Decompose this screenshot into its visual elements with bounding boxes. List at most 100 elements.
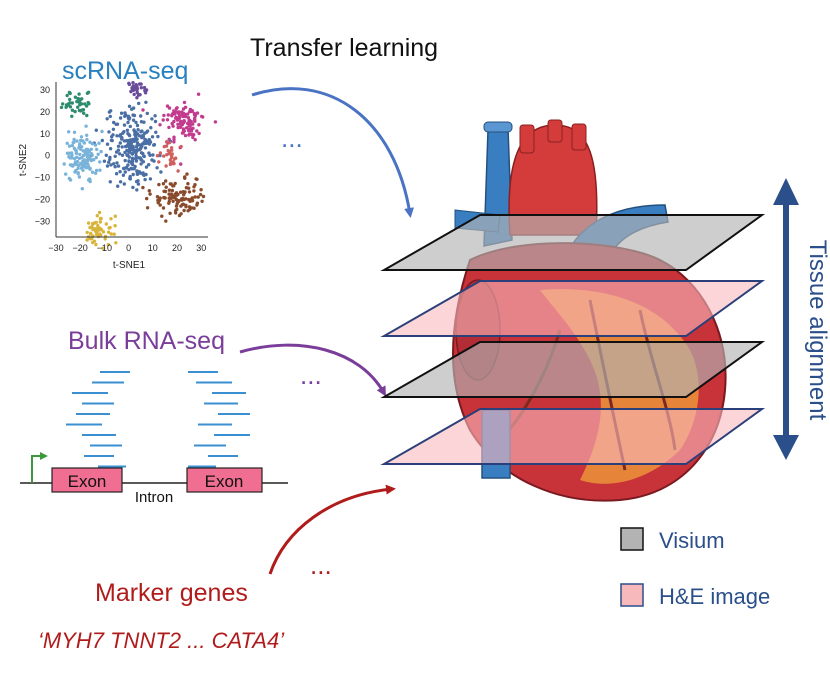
tsne-point <box>169 196 173 201</box>
tsne-point <box>86 162 90 167</box>
tsne-point <box>67 102 71 106</box>
tsne-point <box>70 114 74 119</box>
tsne-point <box>81 159 85 163</box>
slice-he-1 <box>380 280 766 337</box>
tsne-point <box>90 225 94 229</box>
tsne-point <box>78 100 82 105</box>
tsne-point <box>84 104 89 108</box>
tsne-point <box>148 177 153 181</box>
tsne-point <box>144 172 148 177</box>
tsne-point <box>80 97 84 101</box>
tsne-point <box>168 182 172 186</box>
tsne-point <box>120 153 125 157</box>
tsne-point <box>89 232 93 236</box>
tsne-point <box>94 168 99 173</box>
tsne-point <box>143 177 147 182</box>
tsne-point <box>182 208 186 213</box>
tsne-point <box>68 156 72 160</box>
intron-label: Intron <box>135 489 173 506</box>
tsne-x-tick: 20 <box>172 243 182 253</box>
tsne-point <box>131 81 135 85</box>
tsne-point <box>72 137 76 142</box>
ellipsis-bulk: ... <box>300 360 322 390</box>
tsne-point <box>167 125 171 130</box>
tsne-point <box>158 203 162 207</box>
tsne-point <box>128 176 132 181</box>
tsne-point <box>183 105 188 110</box>
tsne-point <box>163 196 167 200</box>
tsne-point <box>98 220 103 224</box>
tsne-point <box>107 160 111 164</box>
tsne-point <box>192 189 196 193</box>
tsne-point <box>191 126 195 130</box>
tsne-point <box>79 138 83 143</box>
tsne-point <box>141 185 145 190</box>
tsne-point <box>131 84 135 88</box>
tsne-point <box>95 147 99 152</box>
tsne-point <box>100 138 105 143</box>
tsne-point <box>132 167 136 171</box>
tsne-point <box>173 209 178 213</box>
tsne-point <box>133 132 137 137</box>
tsne-point <box>193 138 197 142</box>
tsne-point <box>131 106 136 110</box>
tsne-point <box>134 120 138 125</box>
ellipsis-markers: ... <box>310 550 332 580</box>
tsne-point <box>105 164 110 168</box>
tsne-point <box>94 229 98 234</box>
tsne-point <box>189 129 194 133</box>
tsne-point <box>190 132 194 137</box>
arrow-bulk <box>239 343 386 397</box>
tsne-point <box>116 184 120 188</box>
tsne-point <box>73 170 77 174</box>
tsne-point <box>108 157 112 162</box>
tsne-point <box>166 148 170 153</box>
ellipsis-scrna: ... <box>281 123 303 153</box>
tsne-y-tick: 0 <box>45 151 50 161</box>
tsne-point <box>154 130 158 134</box>
tsne-point <box>136 182 141 186</box>
tsne-point <box>188 123 192 127</box>
tsne-point <box>145 206 150 210</box>
slice-visium-2 <box>380 341 766 398</box>
tsne-point <box>114 172 119 176</box>
tsne-point <box>106 243 111 247</box>
tsne-point <box>121 166 126 171</box>
tsne-y-tick: −30 <box>35 216 50 226</box>
tsne-point <box>185 172 189 176</box>
tsne-point <box>88 167 92 171</box>
tissue-alignment-label: Tissue alignment <box>804 240 830 421</box>
tsne-point <box>145 111 149 116</box>
tsne-y-tick: −20 <box>35 195 50 205</box>
tsne-point <box>172 140 176 144</box>
tsne-point <box>95 214 100 218</box>
tsne-point <box>80 156 84 160</box>
tsne-point <box>119 111 124 115</box>
tsne-point <box>157 160 161 164</box>
legend-label-he: H&E image <box>659 584 770 609</box>
tsne-point <box>195 129 199 133</box>
exon-box-1 <box>51 467 123 493</box>
tsne-point <box>74 162 79 167</box>
tsne-point <box>156 198 160 202</box>
tsne-point <box>135 188 139 192</box>
tsne-point <box>179 144 183 149</box>
tsne-point <box>81 168 85 172</box>
tsne-point <box>127 140 131 145</box>
tsne-point <box>98 160 102 164</box>
tsne-point <box>87 150 91 154</box>
tsne-point <box>167 140 172 145</box>
tsne-point <box>81 149 85 153</box>
tsne-point <box>137 101 141 106</box>
tsne-point <box>105 142 110 146</box>
tsne-point <box>175 106 179 110</box>
tsne-point <box>113 154 117 158</box>
tsne-point <box>139 151 144 155</box>
tsne-point <box>127 159 131 164</box>
tsne-point <box>116 144 121 148</box>
tsne-point <box>122 139 127 143</box>
tsne-point <box>131 185 135 190</box>
legend-label-visium: Visium <box>659 528 725 553</box>
tsne-point <box>108 147 113 151</box>
promoter-arrow <box>31 452 48 483</box>
